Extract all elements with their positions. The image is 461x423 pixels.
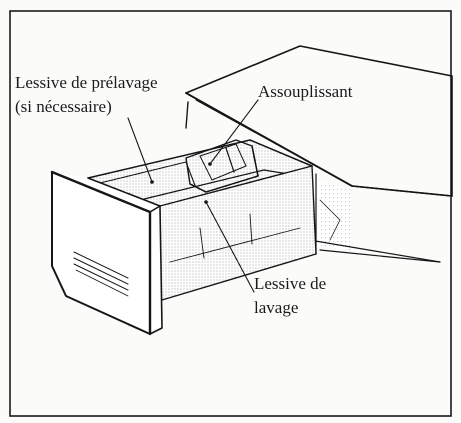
- label-softener: Assouplissant: [258, 82, 353, 101]
- wash-leader-line: [205, 201, 255, 293]
- label-prewash-line2: (si nécessaire): [15, 97, 112, 116]
- label-wash-line1: Lessive de: [254, 274, 326, 293]
- softener-cup: [185, 139, 259, 193]
- label-wash-line2: lavage: [254, 298, 298, 317]
- drawer-handle-grip: [73, 251, 129, 297]
- label-prewash-line1: Lessive de prélavage: [15, 73, 158, 92]
- figure-frame: [9, 10, 452, 417]
- machine-top-surface: [185, 45, 453, 197]
- detergent-drawer: [50, 139, 317, 336]
- softener-leader-line: [209, 99, 259, 165]
- prewash-leader-line: [127, 117, 153, 183]
- drawer-front: [52, 172, 162, 334]
